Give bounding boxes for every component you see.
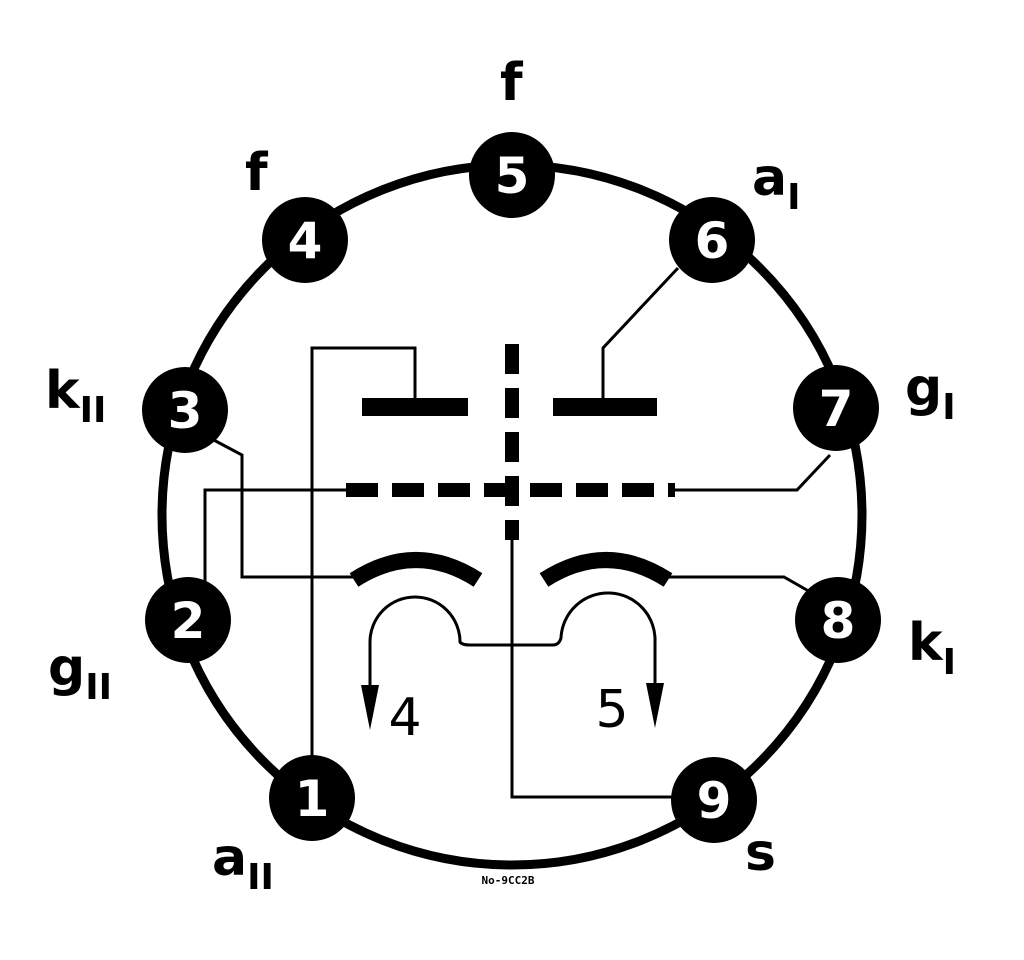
pin-3: 3 — [142, 367, 228, 453]
anode-II-plate — [362, 398, 468, 416]
pin-2: 2 — [145, 577, 231, 663]
heater-arrow-left — [361, 685, 379, 730]
pin-7-number: 7 — [819, 380, 854, 438]
anode-I-plate — [553, 398, 657, 416]
heater-arrow-right-label: 5 — [595, 680, 628, 740]
pin-1-number: 1 — [295, 770, 330, 828]
anode-II-lead — [310, 346, 417, 780]
pin-8: 8 — [795, 577, 881, 663]
pin-9-label: s — [745, 823, 776, 883]
pin-1-label: aII — [212, 828, 274, 898]
heater-arrow-left-label: 4 — [388, 688, 421, 748]
pin-6-label: aI — [752, 148, 801, 218]
pin-5: 5 — [469, 132, 555, 218]
shield-lead — [510, 540, 685, 799]
grid-II-lead — [203, 488, 346, 605]
pin-5-label: f — [500, 53, 524, 113]
pin-3-number: 3 — [168, 382, 203, 440]
pin-5-number: 5 — [495, 147, 530, 205]
pin-6: 6 — [669, 197, 755, 283]
grid-I-lead — [675, 453, 832, 492]
pin-2-label: gII — [48, 638, 112, 708]
pin-4: 4 — [262, 197, 348, 283]
pin-7-label: gI — [905, 358, 956, 428]
pin-3-label: kII — [45, 361, 106, 431]
pin-7: 7 — [793, 365, 879, 451]
pin-8-number: 8 — [821, 592, 856, 650]
pin-9-number: 9 — [697, 772, 732, 830]
pin-2-number: 2 — [171, 592, 206, 650]
cathode-I-lead — [668, 575, 813, 595]
pin-9: 9 — [671, 757, 757, 843]
anode-I-lead — [601, 266, 680, 398]
pin-8-label: kI — [908, 613, 956, 683]
pin-4-number: 4 — [288, 212, 323, 270]
cathode-II — [349, 552, 483, 587]
pin-4-label: f — [245, 143, 269, 203]
diagram-code: No-9CC2B — [482, 874, 535, 887]
heater-arrow-right — [646, 683, 664, 728]
heater-filament — [368, 591, 657, 695]
cathode-II-lead — [209, 436, 354, 579]
pin-6-number: 6 — [695, 212, 730, 270]
cathode-I — [539, 552, 673, 587]
pin-1: 1 — [269, 755, 355, 841]
